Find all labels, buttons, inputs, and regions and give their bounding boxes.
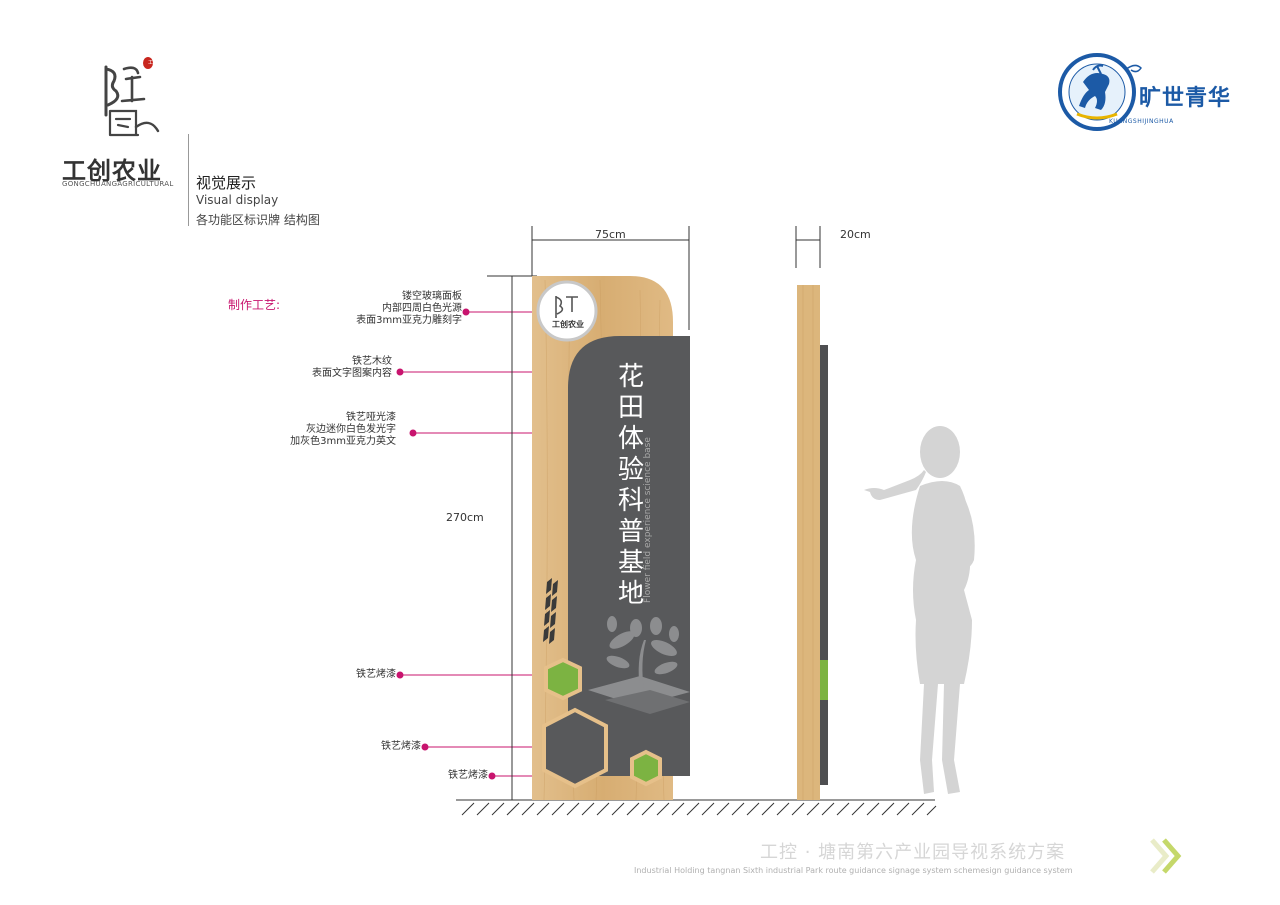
partner-logo: 旷世青华 KUANGSHIJINGHUA [1055,52,1255,132]
side-panel [820,345,828,785]
brand-name-en: GONGCHUANGAGRICULTURAL [62,180,174,188]
dim-depth: 20cm [840,228,871,241]
partner-name: 旷世青华 [1139,86,1232,111]
sign-title: 花 田 体 验 科 普 基 地 [614,362,648,610]
logo-disc [536,280,598,342]
footer-subtitle: Industrial Holding tangnan Sixth industr… [634,866,1073,875]
side-green-accent [820,660,828,700]
sign-title-char: 验 [617,455,644,485]
section-title: 视觉展示 [196,174,257,192]
sign-title-char: 地 [617,579,644,609]
side-view [797,285,828,800]
sign-en-text: Flower field experience science base [643,437,653,603]
sign-title-char: 普 [617,517,644,547]
brand-name-cn: 工创农业 [62,157,162,185]
annotation-bake-paint-2: 铁艺烤漆 [381,741,421,752]
calligraphy-mark-icon [104,57,160,137]
header-divider [188,134,189,226]
craft-label: 制作工艺: [228,298,281,312]
hex-green-large [544,657,582,701]
annotation-matte-paint: 铁艺哑光漆 灰边迷你白色发光字 加灰色3mm亚克力英文 [290,412,396,447]
dim-width: 75cm [595,228,626,241]
annotation-bake-paint-3: 铁艺烤漆 [448,770,488,781]
logo-text: 工创农业 [552,320,584,329]
dim-height: 270cm [446,511,484,524]
sign-title-char: 科 [617,486,644,516]
front-sign [532,276,690,801]
annotation-bake-paint-1: 铁艺烤漆 [356,669,396,680]
horse-emblem-icon [1058,53,1142,131]
annotation-glass-panel: 镂空玻璃面板 内部四周白色光源 表面3mm亚克力雕刻字 [356,291,462,326]
hex-grey-large [542,707,608,789]
plant-illustration [588,616,690,714]
annotation-wood-grain: 铁艺木纹 表面文字图案内容 [312,356,392,379]
brand-seal: 工创 [148,60,159,66]
section-subtitle: 各功能区标识牌 结构图 [196,213,320,227]
human-silhouette [864,426,975,794]
footer-title: 工控 · 塘南第六产业园导视系统方案 [760,842,1066,863]
side-wood [797,285,820,800]
sign-title-char: 体 [617,424,644,454]
sign-title-char: 田 [617,393,644,423]
section-title-en: Visual display [196,193,279,207]
partner-name-en: KUANGSHIJINGHUA [1109,118,1174,125]
sign-title-char: 基 [617,548,644,578]
brand-logo: 工创 工创农业 GONGCHUANGAGRICULTURAL [60,55,190,195]
sign-title-char: 花 [617,362,644,392]
hex-green-small [630,749,662,787]
chevron-right-icon [1150,838,1182,874]
